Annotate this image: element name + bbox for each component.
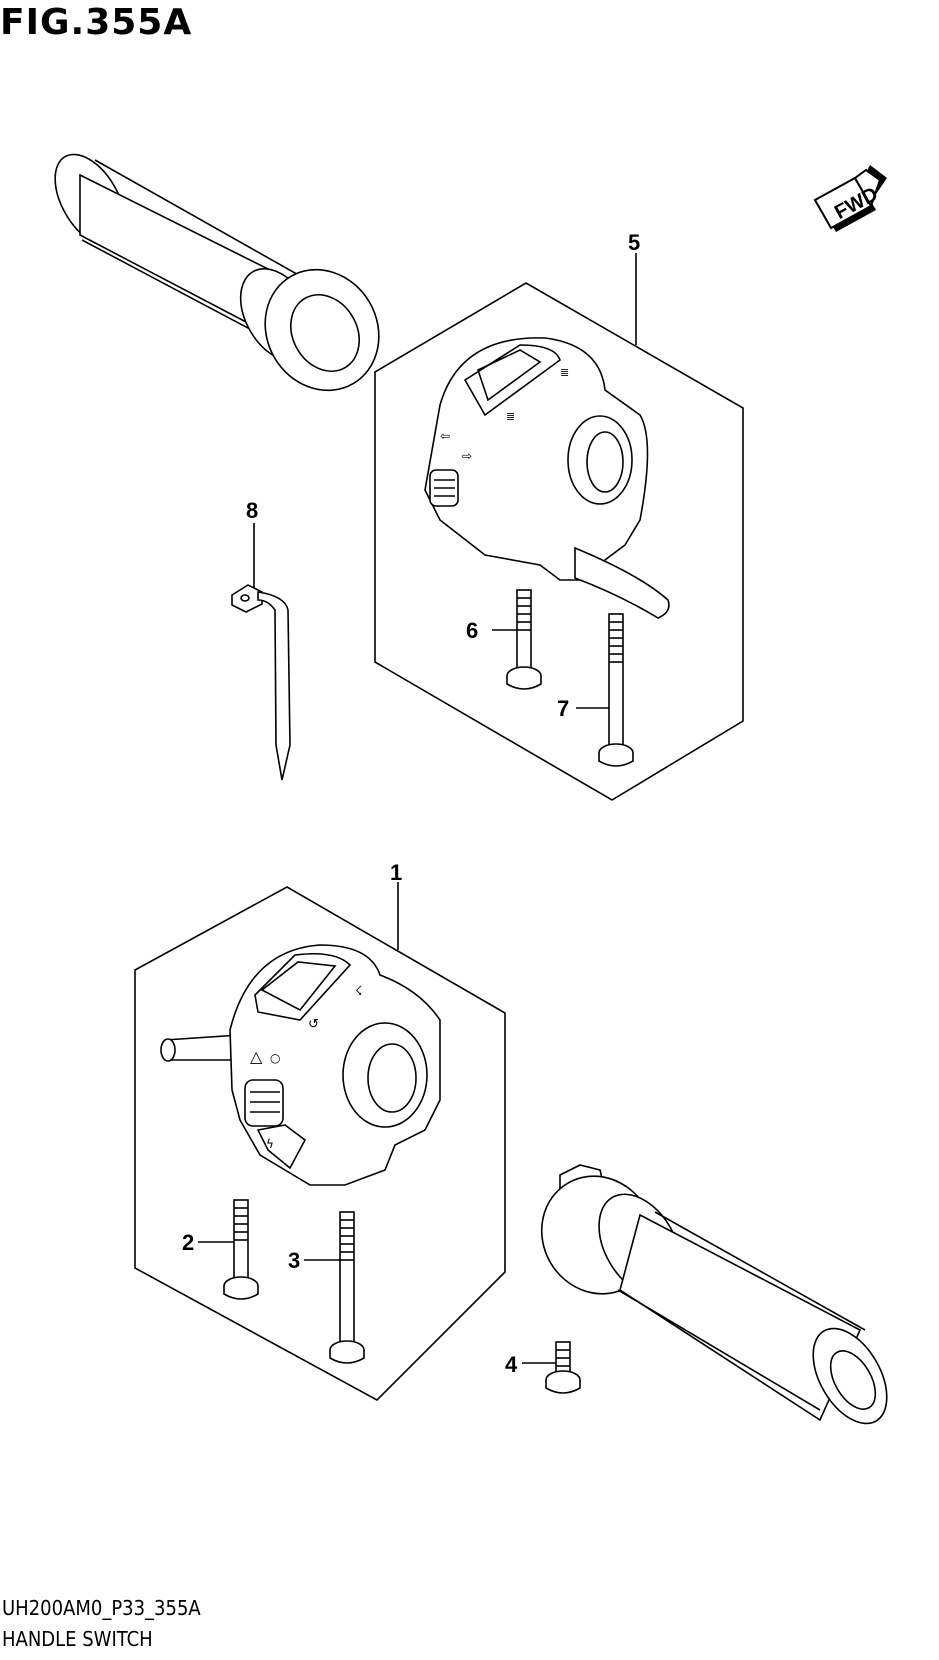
drawing-code: UH200AM0_P33_355A <box>2 1596 201 1620</box>
right-throttle-grip <box>540 1164 888 1425</box>
callout-2: 2 <box>182 1230 194 1255</box>
switch-1-group-frame <box>134 886 506 1401</box>
callout-8: 8 <box>246 498 258 523</box>
left-grip <box>54 153 380 392</box>
callout-3: 3 <box>288 1248 300 1273</box>
drawing-name: HANDLE SWITCH <box>2 1627 153 1651</box>
figure-title: FIG.355A <box>0 2 193 43</box>
switch-5-group-frame <box>374 282 744 801</box>
callout-5: 5 <box>628 230 640 255</box>
svg-text:⇦: ⇦ <box>440 429 450 443</box>
svg-text:○: ○ <box>270 1051 280 1065</box>
screw-2 <box>223 1199 259 1300</box>
callout-4: 4 <box>505 1352 518 1377</box>
fwd-arrow-badge: FWD <box>813 165 887 232</box>
right-handle-switch: ⇦ ⇨ ≣ ≣ <box>424 337 670 619</box>
screw-3 <box>329 1211 365 1364</box>
svg-text:△: △ <box>250 1047 263 1066</box>
cable-tie-8 <box>231 584 291 781</box>
screw-4 <box>545 1341 581 1394</box>
svg-text:↺: ↺ <box>308 1017 319 1032</box>
screw-7 <box>598 613 634 767</box>
svg-text:≣: ≣ <box>560 366 569 379</box>
left-handle-switch: △ ○ ☇ ↺ ϟ <box>160 944 441 1186</box>
callout-7: 7 <box>557 696 569 721</box>
svg-text:☇: ☇ <box>355 984 362 999</box>
svg-text:≣: ≣ <box>506 410 515 423</box>
callout-1: 1 <box>390 860 402 885</box>
callout-6: 6 <box>466 618 478 643</box>
svg-text:ϟ: ϟ <box>266 1137 274 1151</box>
svg-text:⇨: ⇨ <box>462 449 472 463</box>
screw-6 <box>506 589 542 690</box>
leader-lines <box>198 253 637 1364</box>
